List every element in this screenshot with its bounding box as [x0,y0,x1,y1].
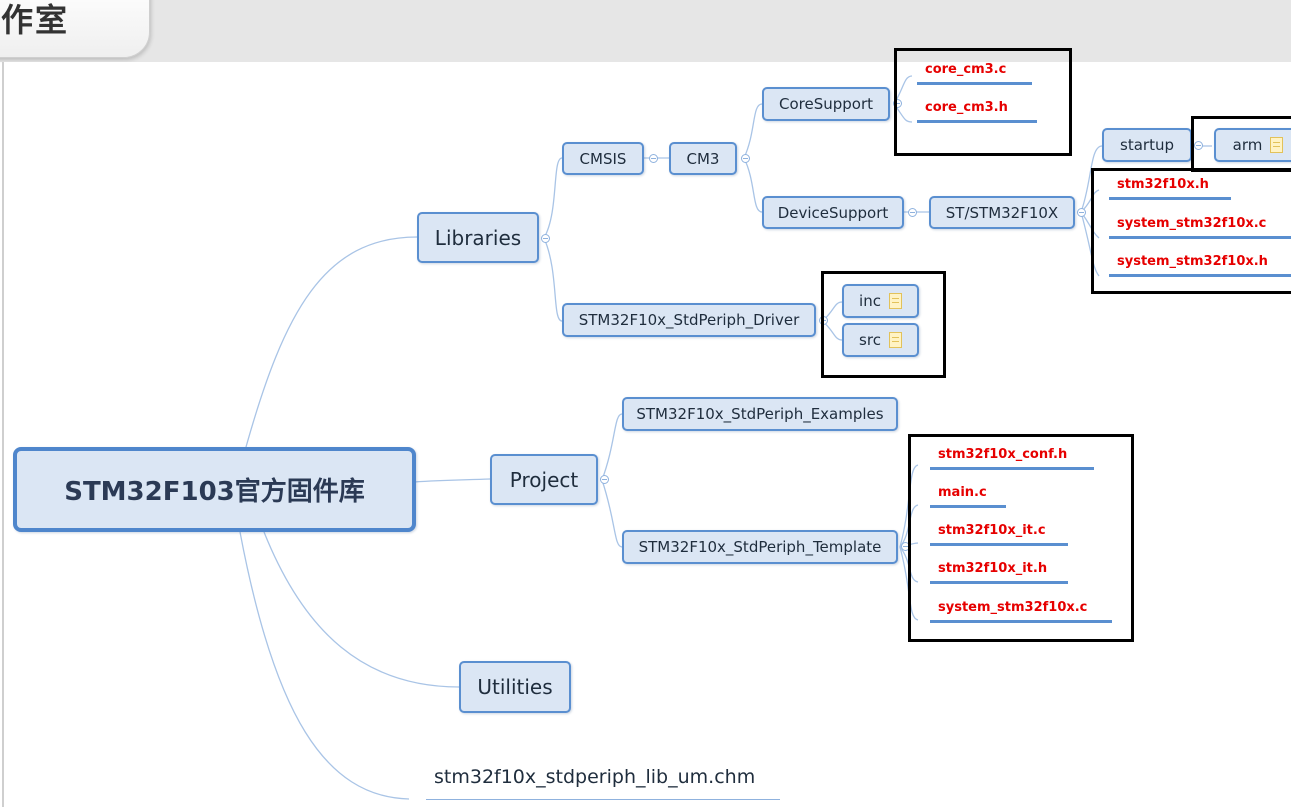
stdperiph-template-node[interactable]: STM32F10x_StdPeriph_Template [622,530,898,564]
arm-label: arm [1232,136,1263,154]
coresupport-node[interactable]: CoreSupport [762,87,890,121]
central-topic[interactable]: STM32F103官方固件库 [13,447,416,532]
file-stm32f10x-it-h[interactable]: stm32f10x_it.h [930,559,1068,584]
collapse-st-stm32f10x-icon[interactable] [1077,208,1086,217]
file-main-c[interactable]: main.c [930,483,1006,508]
utilities-node[interactable]: Utilities [459,661,571,713]
stdperiph-driver-node[interactable]: STM32F10x_StdPeriph_Driver [562,303,816,337]
mindmap-canvas: STM32F103官方固件库 Libraries Project Utiliti… [2,48,1291,807]
cmsis-node[interactable]: CMSIS [562,142,644,175]
devicesupport-node[interactable]: DeviceSupport [762,196,904,229]
collapse-startup-icon[interactable] [1194,141,1203,150]
document-icon [1270,137,1284,153]
file-system-stm32f10x-h[interactable]: system_stm32f10x.h [1109,252,1291,277]
highlight-box-template [908,434,1134,642]
document-icon [888,332,902,348]
inc-label: inc [859,292,881,310]
top-bar: 作室 [0,0,1291,62]
collapse-devicesupport-icon[interactable] [908,208,917,217]
window-tab-title: 作室 [1,1,70,39]
file-system-stm32f10x-c[interactable]: system_stm32f10x.c [1109,214,1291,239]
collapse-project-icon[interactable] [600,475,609,484]
collapse-libraries-icon[interactable] [541,234,550,243]
src-label: src [859,331,881,349]
highlight-box-driver [821,271,946,378]
arm-node[interactable]: arm [1214,128,1291,162]
document-icon [888,293,902,309]
collapse-cmsis-icon[interactable] [649,154,658,163]
file-template-system-stm32f10x-c[interactable]: system_stm32f10x.c [930,598,1112,623]
project-node[interactable]: Project [490,454,598,505]
startup-node[interactable]: startup [1102,128,1192,162]
chm-file-label[interactable]: stm32f10x_stdperiph_lib_um.chm [426,760,780,800]
window-tab[interactable]: 作室 [0,0,150,58]
file-stm32f10x-conf-h[interactable]: stm32f10x_conf.h [930,445,1094,470]
highlight-box-device [1091,168,1291,294]
highlight-box-core [894,48,1072,156]
file-stm32f10x-it-c[interactable]: stm32f10x_it.c [930,521,1068,546]
collapse-coresupport-icon[interactable] [893,99,902,108]
file-core-cm3-h[interactable]: core_cm3.h [917,98,1037,123]
file-stm32f10x-h[interactable]: stm32f10x.h [1109,175,1231,200]
src-node[interactable]: src [842,323,919,357]
libraries-node[interactable]: Libraries [417,212,539,263]
collapse-cm3-icon[interactable] [741,154,750,163]
cm3-node[interactable]: CM3 [669,142,737,175]
file-core-cm3-c[interactable]: core_cm3.c [917,60,1032,85]
stdperiph-examples-node[interactable]: STM32F10x_StdPeriph_Examples [622,397,898,431]
inc-node[interactable]: inc [842,284,919,318]
st-stm32f10x-node[interactable]: ST/STM32F10X [929,196,1075,229]
